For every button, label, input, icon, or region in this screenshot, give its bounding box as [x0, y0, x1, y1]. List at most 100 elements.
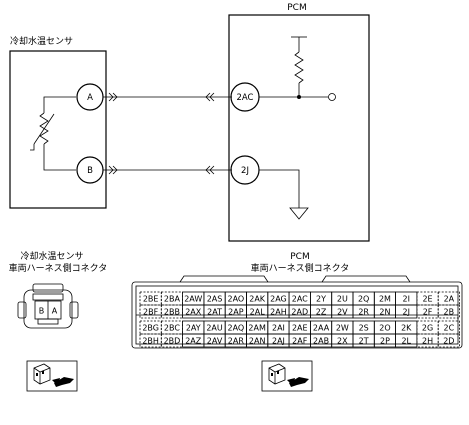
- pin-label: 2F: [423, 308, 433, 317]
- connector-view-icon: [261, 360, 313, 392]
- pcm-pin-2j-label: 2J: [241, 166, 249, 176]
- sensor-pin-a-label: A: [87, 93, 93, 103]
- pin-label: 2AD: [291, 308, 308, 317]
- pin-label: 2T: [359, 337, 369, 346]
- pin-label: 2BG: [142, 324, 159, 333]
- sensor-connector-title-1: 冷却水温センサ: [20, 250, 83, 262]
- pin-label: 2Z: [316, 308, 327, 317]
- pin-label: 2AL: [250, 308, 266, 317]
- sensor-pin-b-label: B: [87, 166, 93, 176]
- pin-label: 2O: [379, 324, 390, 333]
- pin-label: 2BF: [143, 308, 159, 317]
- pin-label: 2Q: [358, 295, 369, 304]
- pin-label: 2BE: [143, 295, 159, 304]
- pin-cell: [395, 333, 418, 348]
- pin-label: 2R: [358, 308, 369, 317]
- pin-label: 2AJ: [272, 337, 285, 346]
- pin-cell: [139, 333, 162, 348]
- pin-label: 2AQ: [227, 324, 244, 333]
- pin-label: 2BC: [164, 324, 180, 333]
- pin-label: 2E: [422, 295, 432, 304]
- junction-dot: [297, 95, 301, 99]
- pin-cell: [437, 333, 460, 348]
- pin-label: 2W: [336, 324, 349, 333]
- pin-label: 2G: [422, 324, 433, 333]
- pin-label: 2AB: [313, 337, 329, 346]
- pin-label: 2I: [403, 295, 410, 304]
- pin-cell: [139, 304, 162, 319]
- pin-label: 2AY: [186, 324, 201, 333]
- signal-terminal: [328, 93, 336, 101]
- pin-label: 2AM: [248, 324, 266, 333]
- pin-label: 2L: [401, 337, 411, 346]
- pin-cell: [139, 320, 162, 335]
- pcm-box: [228, 14, 370, 242]
- pcm-connector-housing: [131, 275, 463, 349]
- pin-cell: [395, 304, 418, 319]
- pin-label: 2AK: [249, 295, 266, 304]
- pin-label: 2AC: [292, 295, 308, 304]
- pin-label: 2P: [380, 337, 390, 346]
- pin-label: 2X: [337, 337, 348, 346]
- pin-label: 2AS: [207, 295, 223, 304]
- harness-wire-b: [103, 165, 232, 175]
- pin-label: 2B: [444, 308, 455, 317]
- ground-symbol: [259, 169, 309, 220]
- pin-label: 2BA: [164, 295, 181, 304]
- pin-label: 2AW: [184, 295, 202, 304]
- pin-cell: [416, 333, 439, 348]
- pin-label: 2AZ: [185, 337, 202, 346]
- pin-cell: [437, 320, 460, 335]
- pin-label: 2AG: [270, 295, 287, 304]
- pin-label: 2AX: [185, 308, 202, 317]
- pin-cell: [416, 320, 439, 335]
- pin-label: 2AR: [228, 337, 245, 346]
- pin-label: 2BB: [164, 308, 180, 317]
- pin-label: 2AH: [270, 308, 287, 317]
- pin-cell: [437, 291, 460, 306]
- connector-view-icon: [26, 360, 78, 392]
- pin-label: 2AO: [227, 295, 244, 304]
- sensor-connector-pin-a: A: [52, 307, 58, 316]
- pcm-title: PCM: [287, 3, 306, 13]
- pin-label: 2S: [359, 324, 369, 333]
- pin-label: 2Y: [316, 295, 326, 304]
- pin-label: 2K: [401, 324, 412, 333]
- sensor-title: 冷却水温センサ: [10, 35, 73, 47]
- pin-label: 2D: [443, 337, 454, 346]
- pull-up-resistor: [291, 36, 307, 97]
- pin-label: 2M: [379, 295, 391, 304]
- pin-cell: [416, 291, 439, 306]
- pin-label: 2H: [422, 337, 433, 346]
- thermistor-symbol: [30, 96, 76, 171]
- pin-cell: [160, 304, 184, 319]
- pin-cell: [416, 304, 439, 319]
- sensor-box: [9, 50, 107, 209]
- harness-wire-a: [103, 92, 232, 102]
- pin-label: 2N: [379, 308, 390, 317]
- pin-label: 2C: [444, 324, 455, 333]
- pin-label: 2AI: [272, 324, 285, 333]
- pin-label: 2AU: [206, 324, 223, 333]
- pin-label: 2U: [337, 295, 348, 304]
- pin-label: 2A: [444, 295, 455, 304]
- pin-cell: [160, 291, 184, 306]
- pin-cell: [437, 304, 460, 319]
- pin-label: 2BH: [142, 337, 159, 346]
- pcm-connector-title-2: 車両ハーネス側コネクタ: [251, 262, 350, 274]
- pin-label: 2AA: [313, 324, 330, 333]
- pin-cell: [139, 291, 162, 306]
- pin-label: 2AN: [249, 337, 266, 346]
- sensor-connector-title-2: 車両ハーネス側コネクタ: [9, 262, 108, 274]
- pin-label: 2V: [337, 308, 348, 317]
- pcm-pin-2ac-label: 2AC: [236, 93, 253, 103]
- pin-label: 2J: [403, 308, 410, 317]
- pin-cell: [160, 333, 184, 348]
- pin-label: 2AV: [207, 337, 223, 346]
- pin-label: 2BD: [164, 337, 181, 346]
- sensor-connector-face: [17, 283, 79, 329]
- sensor-connector-pin-b: B: [39, 307, 45, 316]
- pcm-connector-title-1: PCM: [290, 252, 309, 262]
- pin-label: 2AT: [207, 308, 222, 317]
